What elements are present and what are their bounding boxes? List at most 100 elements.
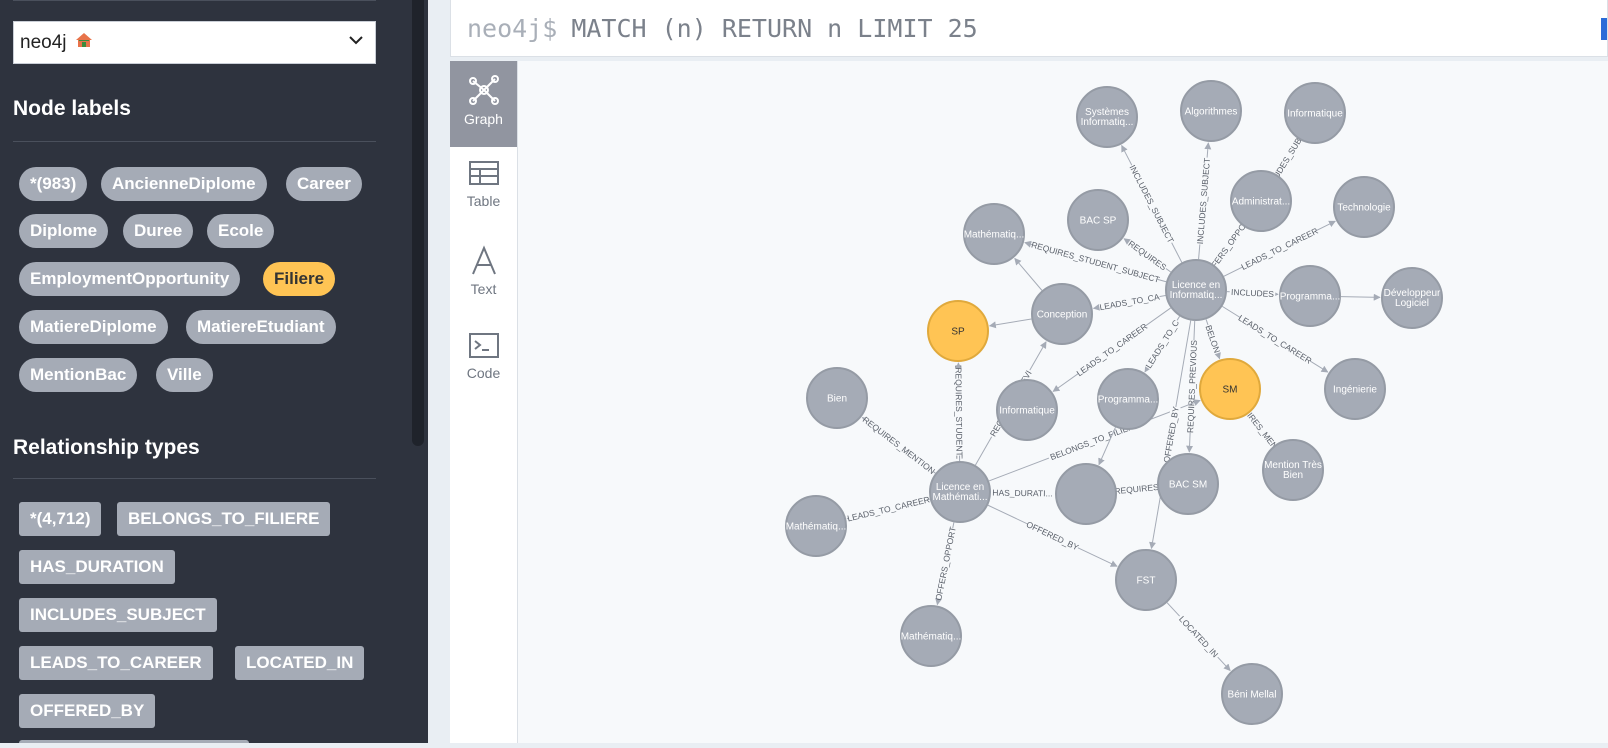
node-label-all[interactable]: *(983) [19,167,88,201]
graph-node-circle[interactable] [1284,82,1346,144]
tab-table[interactable]: Table [450,147,517,233]
graph-edge-label: LEADS_TO_CA [1099,292,1161,313]
editor-action-edge[interactable] [1601,18,1607,40]
graph-node[interactable]: Informatique [1284,82,1346,144]
node-label-mentionbac[interactable]: MentionBac [19,358,138,392]
graph-node[interactable]: Programma... [1279,265,1341,327]
graph-node-circle[interactable] [1279,265,1341,327]
rel-type-located-in[interactable]: LOCATED_IN [235,646,365,680]
rel-type-next[interactable] [19,740,249,743]
editor-query[interactable]: MATCH (n) RETURN n LIMIT 25 [571,13,978,43]
graph-edge-label-bg [1025,519,1080,553]
node-label-duree[interactable]: Duree [123,214,194,248]
graph-node-circle[interactable] [929,461,991,523]
graph-node-circle[interactable] [1031,283,1093,345]
graph-node[interactable]: BAC SM [1157,453,1219,515]
query-editor[interactable]: neo4j$ MATCH (n) RETURN n LIMIT 25 [450,0,1608,57]
graph-node[interactable]: Ingénierie [1324,358,1386,420]
graph-node[interactable]: Algorithmes [1180,80,1242,142]
graph-node-circle[interactable] [1067,189,1129,251]
graph-edge-label: OFFERED_BY [1025,519,1081,552]
relationship-types-divider [13,478,376,479]
sidebar-scrollbar[interactable] [412,0,424,446]
node-label-employmentopportunity[interactable]: EmploymentOpportunity [19,262,241,296]
graph-node-circle[interactable] [1324,358,1386,420]
graph-node-circle[interactable] [1221,663,1283,725]
graph-node-label: FST [1137,576,1156,587]
chevron-down-icon[interactable] [348,32,364,48]
database-select[interactable]: neo4j [13,21,376,64]
graph-node-circle[interactable] [996,379,1058,441]
rel-type-has-duration[interactable]: HAS_DURATION [19,550,175,584]
graph-node-circle[interactable] [1381,267,1443,329]
graph-node-circle[interactable] [806,367,868,429]
graph-node-circle[interactable] [1165,259,1227,321]
graph-node-circle[interactable] [785,495,847,557]
graph-node-circle[interactable] [1180,80,1242,142]
graph-node[interactable]: Programma... [1097,368,1159,430]
graph-node[interactable]: Administrat... [1230,170,1292,232]
graph-edge-label-bg [1194,157,1213,245]
graph-node-circle[interactable] [1076,86,1138,148]
graph-node[interactable]: BAC SP [1067,189,1129,251]
graph-node-circle[interactable] [963,203,1025,265]
graph-node-circle[interactable] [1157,453,1219,515]
graph-edge-label-bg [1161,406,1181,463]
node-label-matierediplome[interactable]: MatiereDiplome [19,310,168,344]
rel-type-includes-subject[interactable]: INCLUDES_SUBJECT [19,598,217,632]
node-label-matiereetudiant[interactable]: MatiereEtudiant [186,310,336,344]
tab-graph[interactable]: Graph [450,61,517,147]
tab-code[interactable]: Code [450,319,517,405]
graph-node-circle[interactable] [1230,170,1292,232]
graph-node[interactable]: Mathématiq... [785,495,847,557]
graph-node[interactable]: Béni Mellal [1221,663,1283,725]
node-label-filiere[interactable]: Filiere [263,262,336,296]
graph-node[interactable]: Technologie [1333,176,1395,238]
rel-type-offered-by[interactable]: OFFERED_BY [19,694,156,728]
rel-type-belongs-to-filiere[interactable]: BELONGS_TO_FILIERE [117,502,331,536]
graph-node-circle[interactable] [1262,439,1324,501]
graph-edge[interactable] [988,318,1032,329]
graph-node-circle[interactable] [1097,368,1159,430]
graph-node[interactable]: SP [927,300,989,362]
graph-node[interactable]: SM [1199,358,1261,420]
graph-node-circle[interactable] [927,300,989,362]
graph-node-label: SP [951,327,965,338]
graph-node[interactable]: Informatique [996,379,1058,441]
graph-node-circle[interactable] [900,605,962,667]
graph-node-circle[interactable] [1115,549,1177,611]
table-icon [468,161,499,185]
node-label-career[interactable]: Career [286,167,362,201]
node-label-diplome[interactable]: Diplome [19,214,109,248]
graph-node-circle[interactable] [1055,463,1117,525]
graph-edge-label-bg [1098,291,1161,313]
graph-edge-label-bg [986,487,1059,499]
tab-text[interactable]: Text [450,233,517,319]
graph-edge-label: INCLUDES_SUBJECT [1128,163,1176,244]
graph-node[interactable] [1055,463,1117,525]
rel-type-leads-to-career[interactable]: LEADS_TO_CAREER [19,646,213,680]
graph-edge[interactable] [1014,257,1043,291]
graph-node[interactable]: Bien [806,367,868,429]
graph-edge[interactable] [1098,427,1116,466]
graph-node[interactable]: Mathématiq... [900,605,962,667]
graph-node[interactable]: Conception [1031,283,1093,345]
graph-node[interactable]: FST [1115,549,1177,611]
rel-type-all[interactable]: *(4,712) [19,502,102,536]
graph-edge[interactable] [1340,293,1381,301]
node-label-ville[interactable]: Ville [156,358,213,392]
graph-node-circle[interactable] [1333,176,1395,238]
editor-prompt: neo4j$ [467,13,558,43]
node-label-ecole[interactable]: Ecole [207,214,275,248]
graph-node[interactable]: Mathématiq... [963,203,1025,265]
graph-node-circle[interactable] [1199,358,1261,420]
node-label-anciennediplome[interactable]: AncienneDiplome [101,167,267,201]
